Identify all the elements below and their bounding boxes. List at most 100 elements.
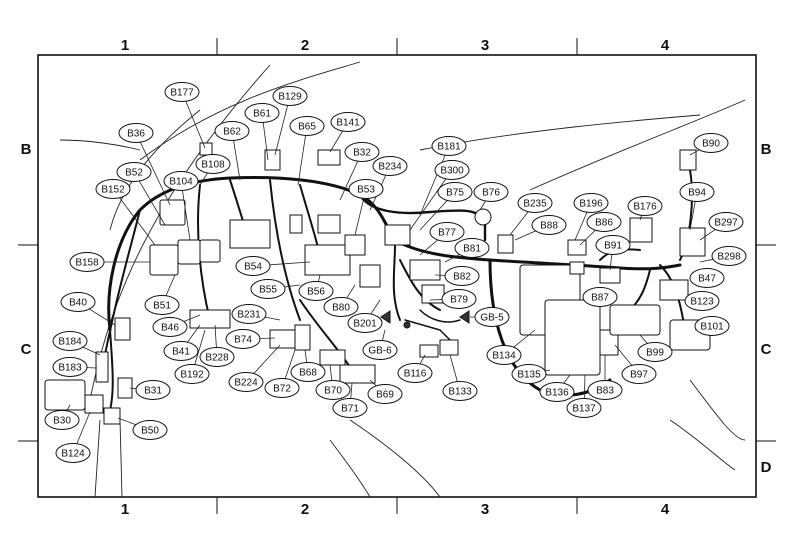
col-label-1-top: 1 [121, 37, 129, 54]
connector-callout-b88: B88 [531, 215, 567, 235]
col-label-4-top: 4 [661, 37, 670, 54]
connector-callout-b46: B46 [152, 317, 188, 337]
connector-label: B123 [690, 297, 714, 308]
leader-b70 [329, 364, 333, 381]
callout-ellipse [434, 160, 470, 180]
callout-ellipse [372, 156, 408, 176]
leader-b129 [274, 105, 288, 156]
connector-label: B101 [700, 322, 724, 333]
leader-lines [66, 101, 716, 444]
connector-label: GB-5 [480, 313, 504, 324]
row-label-b-left: B [21, 141, 32, 158]
callout-ellipse [486, 345, 522, 365]
callout-ellipse [332, 398, 368, 418]
leader-b297 [699, 229, 716, 241]
connector-label: B135 [517, 370, 541, 381]
connector-label: B91 [604, 241, 622, 252]
leader-b91 [609, 254, 613, 271]
callout-ellipse [95, 179, 131, 199]
connector-label: B94 [688, 188, 706, 199]
connector-callout-b40: B40 [60, 292, 96, 312]
connector-callout-b86: B86 [586, 212, 622, 232]
connector-callout-b183: B183 [52, 357, 88, 377]
leader-b46 [183, 314, 201, 322]
callout-ellipse [330, 112, 366, 132]
connector-callout-b181: B181 [431, 136, 467, 156]
leader-b152 [119, 197, 156, 246]
callout-ellipse [621, 364, 657, 384]
callout-ellipse [684, 291, 720, 311]
leader-gb-6 [381, 329, 386, 341]
callout-ellipse [566, 398, 602, 418]
connector-callout-b116: B116 [397, 363, 433, 383]
callout-ellipse [539, 382, 575, 402]
grid-ticks [18, 38, 776, 514]
leader-b56 [317, 274, 321, 282]
leader-b88 [514, 230, 536, 241]
connector-callout-b158: B158 [69, 252, 105, 272]
connector-label: B99 [646, 348, 664, 359]
leader-b61 [262, 122, 269, 161]
callout-ellipse [272, 86, 308, 106]
connector-label: B74 [234, 335, 252, 346]
connector-callout-b83: B83 [587, 380, 623, 400]
connector-label: GB-6 [368, 346, 392, 357]
callout-ellipse [444, 266, 480, 286]
connector-callout-b87: B87 [582, 287, 618, 307]
callout-ellipse [429, 222, 465, 242]
callout-ellipse [199, 347, 235, 367]
connector-label: B158 [75, 258, 99, 269]
callout-ellipse [511, 364, 547, 384]
callout-ellipse [454, 238, 490, 258]
leader-b196 [574, 212, 588, 241]
connector-label: B77 [438, 228, 456, 239]
leader-b50 [117, 417, 137, 426]
connector-callout-gb-6: GB-6 [362, 340, 398, 360]
connector-callout-b51: B51 [144, 295, 180, 315]
callout-ellipse [586, 212, 622, 232]
connector-label: B52 [125, 168, 143, 179]
leader-b136 [563, 374, 571, 384]
leader-b99 [639, 334, 648, 344]
connector-callout-b177: B177 [164, 82, 200, 102]
connector-callout-b91: B91 [595, 235, 631, 255]
callout-ellipse [711, 246, 747, 266]
connector-callout-b30: B30 [44, 410, 80, 430]
connector-label: B141 [336, 118, 360, 129]
connector-label: B82 [453, 272, 471, 283]
callout-ellipse [52, 357, 88, 377]
callout-ellipse [694, 316, 730, 336]
connector-label: B32 [353, 148, 371, 159]
connector-label: B76 [482, 188, 500, 199]
connector-callout-b176: B176 [627, 196, 663, 216]
callout-ellipse [531, 215, 567, 235]
leader-b141 [329, 130, 343, 153]
leader-b54 [269, 261, 311, 266]
connector-label: B69 [376, 390, 394, 401]
connector-label: B30 [53, 416, 71, 427]
connector-callout-b196: B196 [573, 193, 609, 213]
connector-callout-b77: B77 [429, 222, 465, 242]
leader-b69 [369, 379, 377, 387]
connector-callout-b228: B228 [199, 347, 235, 367]
callout-ellipse [442, 381, 478, 401]
connector-callout-b224: B224 [228, 372, 264, 392]
connector-label: B79 [450, 295, 468, 306]
col-label-2-bottom: 2 [301, 501, 309, 518]
connector-callout-b108: B108 [195, 154, 231, 174]
callout-ellipse [517, 193, 553, 213]
callout-ellipse [214, 121, 250, 141]
col-label-4-bottom: 4 [661, 501, 670, 518]
connector-callout-b134: B134 [486, 345, 522, 365]
connector-label: B36 [127, 129, 145, 140]
callout-ellipse [473, 182, 509, 202]
callout-ellipse [55, 443, 91, 463]
connector-label: B177 [170, 88, 194, 99]
connector-label: B97 [630, 370, 648, 381]
connector-label: B61 [253, 109, 271, 120]
connector-label: B68 [299, 368, 317, 379]
leader-b104 [182, 190, 191, 241]
callout-ellipse [323, 297, 359, 317]
